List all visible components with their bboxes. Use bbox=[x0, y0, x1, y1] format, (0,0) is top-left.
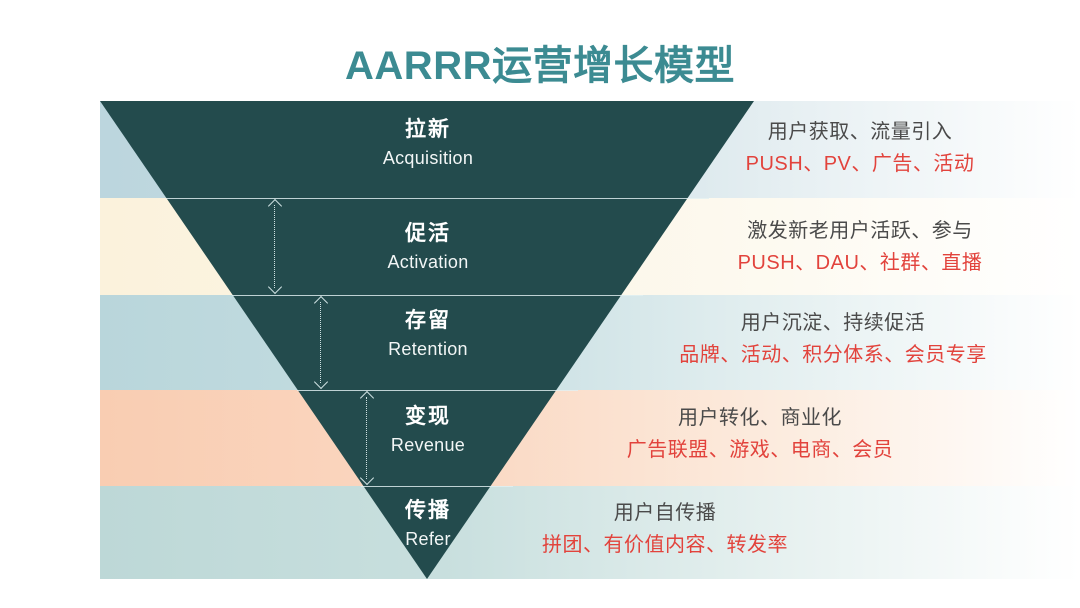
stage-label-cn: 拉新 bbox=[405, 118, 451, 141]
stage-band-refer bbox=[100, 486, 1080, 579]
page-title: AARRR运营增长模型 bbox=[345, 44, 735, 88]
stage-label-cn: 存留 bbox=[405, 309, 451, 332]
arrow-stem bbox=[320, 302, 321, 383]
arrow-head-up-icon bbox=[267, 198, 283, 214]
stage-tactics-text: PUSH、PV、广告、活动 bbox=[745, 153, 975, 175]
arrow-head-up-icon bbox=[313, 295, 329, 311]
stage-separator-2 bbox=[232, 295, 643, 296]
stage-label-en: Retention bbox=[388, 339, 468, 359]
stage-label-cn: 变现 bbox=[405, 405, 451, 428]
measure-arrow-activation bbox=[267, 198, 283, 295]
stage-label-cn: 促活 bbox=[405, 222, 451, 245]
arrow-stem bbox=[366, 397, 367, 479]
stage-desc-text: 激发新老用户活跃、参与 bbox=[747, 220, 973, 242]
stage-desc-activation: 激发新老用户活跃、参与 PUSH、DAU、社群、直播 bbox=[690, 221, 1030, 273]
stage-label-en: Acquisition bbox=[382, 148, 474, 168]
stage-separator-4 bbox=[361, 486, 513, 487]
stage-tactics-text: 品牌、活动、积分体系、会员专享 bbox=[679, 344, 987, 366]
stage-label-acquisition: 拉新 Acquisition bbox=[328, 119, 528, 167]
arrow-head-down-icon bbox=[359, 470, 375, 486]
stage-label-activation: 促活 Activation bbox=[328, 223, 528, 271]
arrow-head-up-icon bbox=[359, 390, 375, 406]
stage-separator-3 bbox=[297, 390, 578, 391]
stage-tactics-text: PUSH、DAU、社群、直播 bbox=[737, 252, 983, 274]
stage-desc-text: 用户自传播 bbox=[613, 502, 717, 524]
stage-band-revenue bbox=[100, 390, 1080, 486]
arrow-head-down-icon bbox=[267, 279, 283, 295]
arrow-head-down-icon bbox=[313, 374, 329, 390]
stage-label-cn: 传播 bbox=[405, 499, 451, 522]
stage-desc-refer: 用户自传播 拼团、有价值内容、转发率 bbox=[485, 503, 845, 555]
arrow-stem bbox=[274, 205, 275, 288]
stage-label-retention: 存留 Retention bbox=[328, 310, 528, 358]
stage-desc-acquisition: 用户获取、流量引入 PUSH、PV、广告、活动 bbox=[700, 122, 1020, 174]
stage-desc-text: 用户转化、商业化 bbox=[678, 407, 842, 429]
stage-desc-revenue: 用户转化、商业化 广告联盟、游戏、电商、会员 bbox=[565, 408, 955, 460]
stage-desc-retention: 用户沉淀、持续促活 品牌、活动、积分体系、会员专享 bbox=[638, 313, 1028, 365]
stage-desc-text: 用户沉淀、持续促活 bbox=[740, 312, 926, 334]
stage-label-refer: 传播 Refer bbox=[328, 500, 528, 548]
stage-label-en: Revenue bbox=[390, 435, 466, 455]
measure-arrow-revenue bbox=[359, 390, 375, 486]
stage-label-en: Activation bbox=[387, 252, 469, 272]
stage-tactics-text: 广告联盟、游戏、电商、会员 bbox=[626, 439, 894, 461]
stage-label-en: Refer bbox=[405, 529, 451, 549]
stage-separator-1 bbox=[166, 198, 709, 199]
measure-arrow-retention bbox=[313, 295, 329, 390]
stage-label-revenue: 变现 Revenue bbox=[328, 406, 528, 454]
stage-desc-text: 用户获取、流量引入 bbox=[767, 121, 953, 143]
stage-tactics-text: 拼团、有价值内容、转发率 bbox=[542, 534, 788, 556]
band-fill-revenue bbox=[100, 390, 1080, 486]
funnel-triangle bbox=[100, 101, 754, 579]
band-fill-refer bbox=[100, 486, 1080, 579]
